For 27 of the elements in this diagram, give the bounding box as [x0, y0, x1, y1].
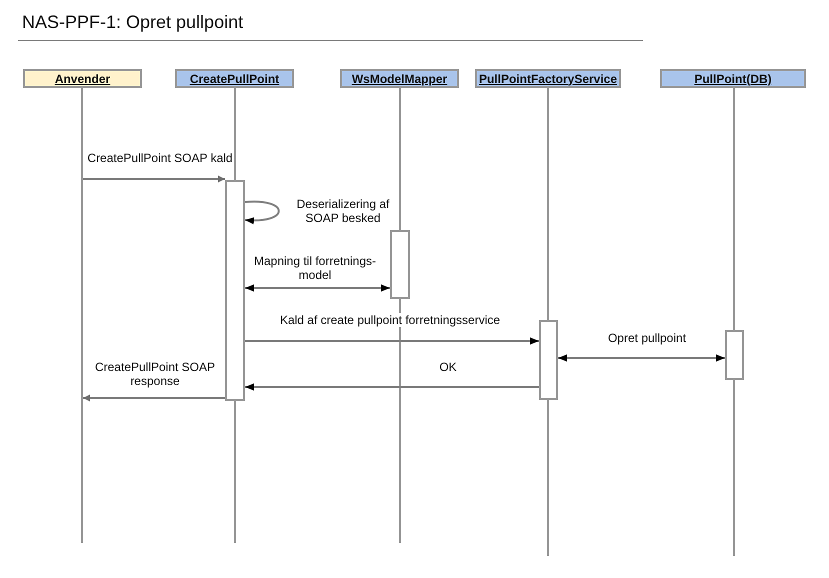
message-arrow	[83, 394, 225, 402]
participant-name: PullPointFactoryService	[478, 72, 618, 86]
activation-bar	[390, 230, 410, 299]
participant-box	[23, 69, 142, 88]
edge-label: CreatePullPoint SOAP kald	[87, 151, 233, 165]
message-arrow	[558, 354, 725, 362]
diagram-title: NAS-PPF-1: Opret pullpoint	[22, 12, 244, 33]
message-arrow	[245, 337, 539, 345]
message-arrow	[244, 200, 280, 224]
edge-label: OK	[439, 360, 457, 374]
participant-name: Anvender	[54, 72, 110, 86]
participant-box	[175, 69, 294, 88]
participant-box	[660, 69, 806, 88]
participant-box	[340, 69, 459, 88]
message-arrow	[245, 383, 539, 391]
activation-bar	[725, 330, 744, 380]
edge-label: Opret pullpoint	[608, 331, 686, 345]
message-arrow	[245, 284, 390, 292]
participant-box	[475, 69, 621, 88]
activation-bar	[539, 320, 558, 400]
participant-name: WsModelMapper	[352, 72, 448, 86]
activation-bar	[225, 180, 245, 401]
message-arrow	[83, 176, 225, 182]
participant-name: PullPoint(DB)	[694, 72, 772, 86]
lifeline	[81, 88, 83, 543]
edge-label: Kald af create pullpoint forretningsservice	[280, 313, 500, 327]
participant-name: CreatePullPoint	[190, 72, 280, 86]
